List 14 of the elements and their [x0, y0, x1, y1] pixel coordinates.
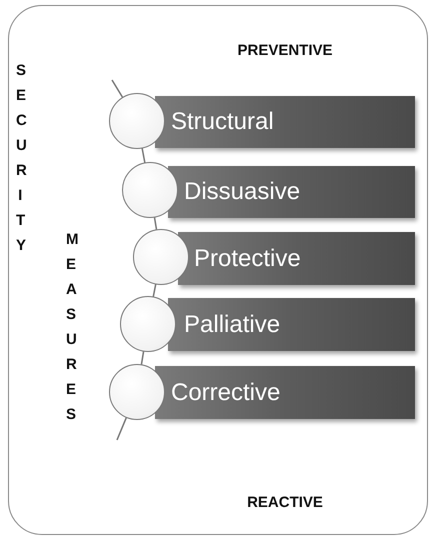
- connector-line: [141, 148, 146, 163]
- vertical-title: SECURITY: [16, 61, 24, 256]
- bottom-heading: REACTIVE: [246, 494, 324, 511]
- top-heading: PREVENTIVE: [236, 42, 334, 59]
- category-bar: Dissuasive: [168, 166, 415, 218]
- category-bar: Corrective: [155, 366, 415, 419]
- connector-line: [152, 284, 156, 297]
- connector-line: [154, 218, 158, 230]
- connector-line: [116, 418, 127, 440]
- category-bar: Structural: [155, 96, 415, 148]
- connector-line: [140, 352, 144, 364]
- category-bar: Palliative: [168, 298, 415, 351]
- connector-line: [111, 80, 124, 98]
- category-bar: Protective: [178, 232, 415, 285]
